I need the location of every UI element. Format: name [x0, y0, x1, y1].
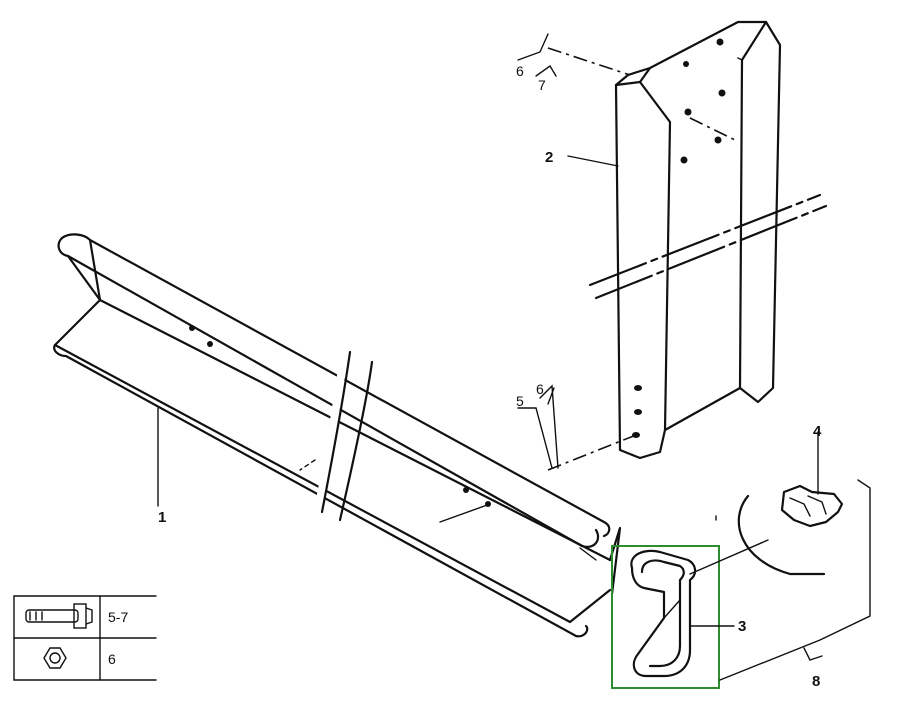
leader-lines	[157, 33, 735, 627]
highlight-box	[611, 545, 720, 689]
legend-bolt-ref: 5-7	[108, 609, 128, 625]
callout-3: 3	[738, 618, 746, 635]
callout-2: 2	[545, 149, 553, 166]
bolt-icon	[25, 603, 93, 629]
callout-1: 1	[158, 509, 166, 526]
callout-8: 8	[812, 673, 820, 690]
axis-line-bottom	[547, 434, 637, 471]
axis-line-plate	[689, 117, 736, 141]
fastener-legend: 5-7 6	[13, 595, 157, 681]
nut-icon	[43, 647, 67, 669]
legend-nut-ref: 6	[108, 651, 116, 667]
rail-channel	[53, 233, 622, 638]
callout-6-lower: 6	[536, 381, 544, 397]
axis-line-top	[547, 47, 631, 76]
callout-5: 5	[516, 393, 524, 409]
hook-bracket	[630, 549, 697, 678]
callout-4: 4	[813, 423, 822, 440]
bracket-plate	[588, 20, 828, 460]
callout-6-upper: 6	[516, 63, 524, 79]
detail-view	[689, 431, 871, 681]
callout-7: 7	[538, 77, 546, 93]
